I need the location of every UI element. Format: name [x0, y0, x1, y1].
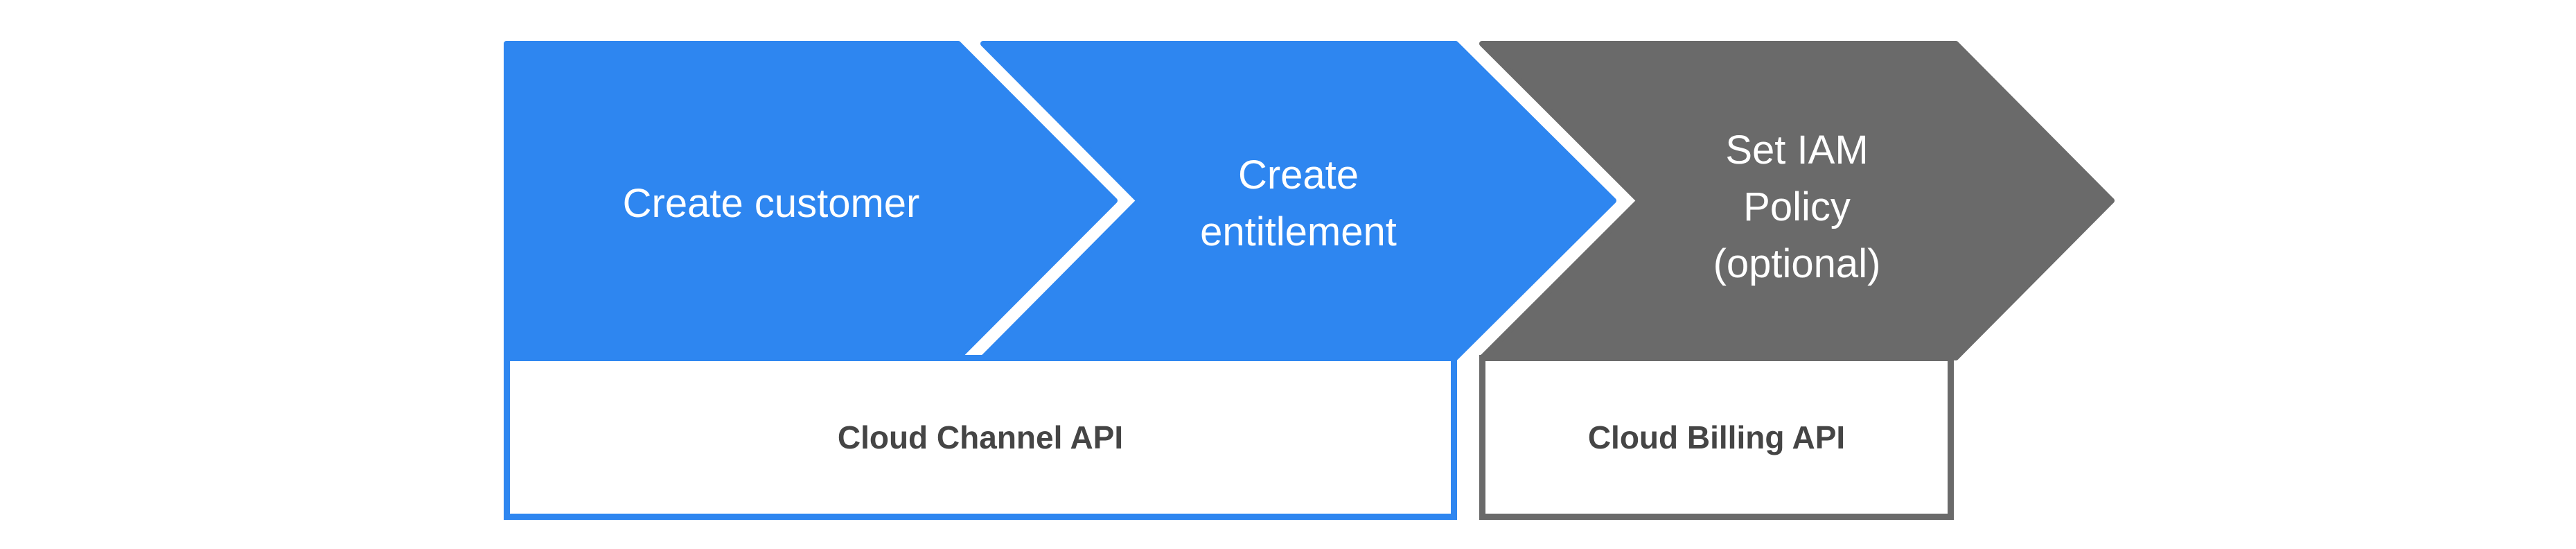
api-box-cloud-channel [504, 355, 1457, 520]
api-box-cloud-billing [1479, 355, 1954, 520]
api-label-cloud-channel: Cloud Channel API [837, 419, 1124, 455]
chevron-create-customer [504, 41, 1118, 360]
step-label-create-entitlement: Create entitlement [1200, 152, 1397, 254]
chevron-set-iam-policy [1479, 41, 2115, 360]
step-label-create-customer: Create customer [622, 181, 920, 226]
api-label-cloud-billing: Cloud Billing API [1587, 419, 1846, 455]
step-label-set-iam-policy: Set IAM Policy (optional) [1713, 128, 1881, 286]
